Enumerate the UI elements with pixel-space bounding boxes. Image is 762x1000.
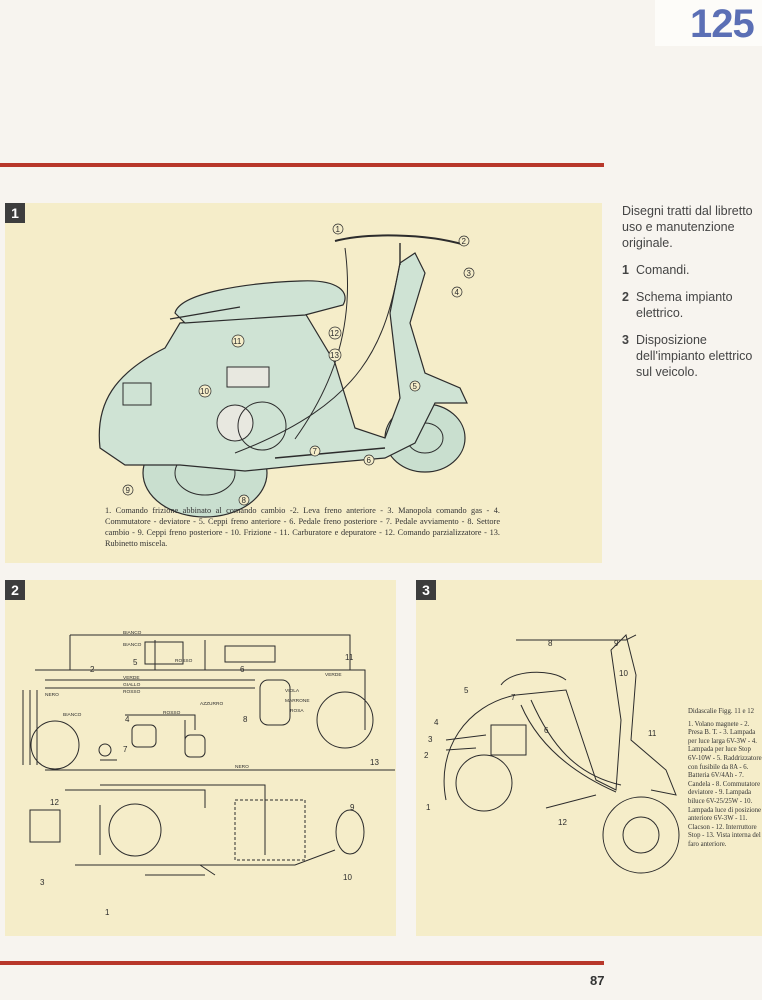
- fig2-callout-7: 7: [123, 745, 128, 754]
- note-number: 1: [622, 263, 629, 277]
- fig1-callout-8: 8: [242, 496, 247, 505]
- note-number: 3: [622, 333, 629, 347]
- fig3-callout-3: 3: [428, 735, 433, 744]
- top-rule: [0, 163, 604, 167]
- fig2-callout-13: 13: [370, 758, 379, 767]
- fig1-callout-10: 10: [200, 387, 209, 396]
- wire-label: GIALLO: [123, 682, 141, 688]
- fig2-callout-6: 6: [240, 665, 245, 674]
- fig1-callout-2: 2: [462, 237, 467, 246]
- fig1-callout-12: 12: [330, 329, 339, 338]
- wire-label: ROSSO: [123, 689, 141, 695]
- fig1-callout-1: 1: [336, 225, 341, 234]
- figure-1-panel: 1 1 2 3 4 5 6 7: [5, 203, 602, 563]
- note-item: 3 Disposizione dell'impianto elettrico s…: [622, 332, 757, 380]
- wire-label: AZZURRO: [200, 701, 223, 707]
- fig2-callout-1: 1: [105, 908, 110, 917]
- fig1-callout-6: 6: [367, 456, 372, 465]
- fig3-callout-5: 5: [464, 686, 469, 695]
- fig3-callout-2: 2: [424, 751, 429, 760]
- fig1-callout-4: 4: [455, 288, 460, 297]
- figure-1-caption: 1. Comando frizione abbinato al comando …: [105, 506, 500, 548]
- page-number: 125: [690, 2, 755, 46]
- fig2-callout-10: 10: [343, 873, 352, 882]
- fig2-callout-11: 11: [345, 653, 354, 662]
- fig1-callout-11: 11: [233, 337, 242, 346]
- notes-intro: Disegni tratti dal libretto uso e manute…: [622, 204, 753, 250]
- figure-1-badge: 1: [5, 203, 25, 223]
- fig3-callout-8: 8: [548, 639, 553, 648]
- wire-label: BIANCO: [123, 630, 142, 636]
- fig3-callout-1: 1: [426, 803, 431, 812]
- fig3-callout-9: 9: [614, 639, 619, 648]
- fig1-callout-3: 3: [467, 269, 472, 278]
- fig3-callout-4: 4: [434, 718, 439, 727]
- wire-label: MARRONE: [285, 698, 310, 704]
- fig1-callout-9: 9: [126, 486, 131, 495]
- figure-3-side-caption: Didascalie Figg. 11 e 12 1. Volano magne…: [688, 708, 762, 850]
- wire-label: NERO: [45, 692, 59, 698]
- side-caption-text: 1. Volano magnete - 2. Presa B. T. - 3. …: [688, 720, 762, 848]
- figure-3-panel: 1 2 3 4 5 6 7 8 9 10 11 12 3 Didascalie …: [416, 580, 762, 936]
- wire-label: ROSSO: [163, 710, 181, 716]
- wire-label: BIANCO: [63, 712, 82, 718]
- fig3-callout-10: 10: [619, 669, 628, 678]
- note-number: 2: [622, 290, 629, 304]
- fig2-callout-8: 8: [243, 715, 248, 724]
- figure-3-scooter-drawing: 1 2 3 4 5 6 7 8 9 10 11 12: [424, 634, 680, 874]
- fig1-callout-5: 5: [413, 382, 418, 391]
- note-item: 1 Comandi.: [622, 262, 757, 278]
- fig1-callout-13: 13: [330, 351, 339, 360]
- fig3-callout-12: 12: [558, 818, 567, 827]
- wire-label: VERDE: [123, 675, 140, 681]
- wire-label: BIANCO: [123, 642, 142, 648]
- note-text: Comandi.: [636, 263, 690, 277]
- wire-label: ROSSO: [175, 658, 193, 664]
- page-number-tab: [655, 0, 762, 46]
- figure-3-badge: 3: [416, 580, 436, 600]
- wire-label: ROSA: [290, 708, 304, 714]
- figure-1-scooter-drawing: 1 2 3 4 5 6 7 8 9 10 11 12 13: [98, 223, 475, 518]
- fig2-callout-5: 5: [133, 658, 138, 667]
- fig2-callout-3: 3: [40, 878, 45, 887]
- wire-label: VERDE: [325, 672, 342, 678]
- note-text: Schema impianto elettrico.: [636, 290, 733, 320]
- fig1-callout-7: 7: [313, 447, 318, 456]
- side-caption-title: Didascalie Figg. 11 e 12: [688, 708, 755, 715]
- fig3-callout-6: 6: [544, 726, 549, 735]
- fig2-callout-9: 9: [350, 803, 355, 812]
- figure-notes: Disegni tratti dal libretto uso e manute…: [622, 203, 757, 391]
- fig2-callout-4: 4: [125, 715, 130, 724]
- bottom-rule: [0, 961, 604, 965]
- note-item: 2 Schema impianto elettrico.: [622, 289, 757, 321]
- figure-2-wiring-diagram: BIANCO BIANCO ROSSO VERDE GIALLO ROSSO N…: [22, 630, 395, 917]
- fig3-callout-7: 7: [511, 693, 516, 702]
- fig2-callout-12: 12: [50, 798, 59, 807]
- figure-2-badge: 2: [5, 580, 25, 600]
- folio-page-number: 87: [590, 973, 605, 988]
- note-text: Disposizione dell'impianto elettrico sul…: [636, 333, 753, 379]
- figure-2-panel: BIANCO BIANCO ROSSO VERDE GIALLO ROSSO N…: [5, 580, 396, 936]
- fig3-callout-11: 11: [648, 729, 657, 738]
- wire-label: NERO: [235, 764, 249, 770]
- fig2-callout-2: 2: [90, 665, 95, 674]
- wire-label: VIOLA: [285, 688, 300, 694]
